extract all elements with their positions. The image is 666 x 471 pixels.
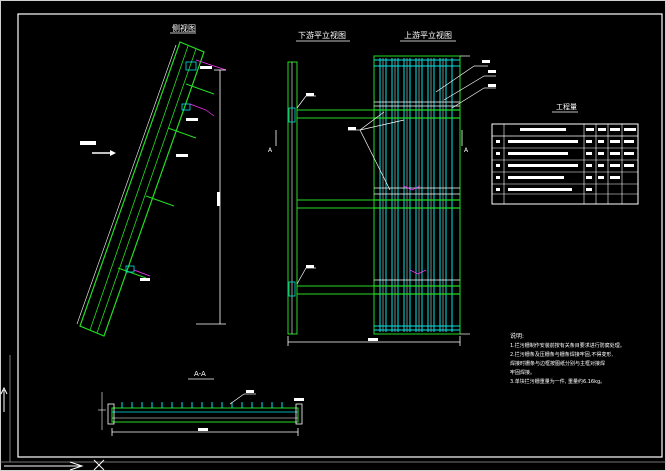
quantity-table-title: 工程量 [556, 102, 577, 111]
notes-line-5: 3.单块拦污栅重量为一件, 重量约6.16kg。 [510, 378, 605, 385]
ucs-icon [0, 386, 105, 471]
misc-dimension-marks [98, 392, 106, 430]
notes-line-1: 1.拦污栅制作安装前按有关条目要求进行防腐处理。 [510, 342, 625, 349]
section-a-a: A-A [107, 370, 304, 436]
upper-plan-title: 上游平立视图 [404, 30, 452, 40]
trash-rack-bars [379, 58, 453, 332]
notes-line-4: 牢固焊接。 [510, 369, 535, 376]
notes-line-2: 2.拦污栅条及压栅条与栅条焊接牢固,不得变形, [510, 351, 613, 358]
section-bar-ticks [121, 402, 283, 408]
notes-block: 说明: 1.拦污栅制作安装前按有关条目要求进行防腐处理。 2.拦污栅条及压栅条与… [510, 332, 625, 385]
section-marker-right: A [464, 147, 469, 154]
quantity-table: 工程量 [491, 102, 639, 205]
side-view-title: 侧视图 [172, 23, 196, 33]
lower-plan-title: 下游平立视图 [298, 30, 346, 40]
upstream-elevation: 上游平立视图 [348, 30, 496, 335]
notes-line-3: 焊接时栅条与边框按图纸分别与主框对接焊 [510, 360, 605, 367]
downstream-elevation: 下游平立视图 A A [268, 30, 469, 346]
section-title: A-A [194, 370, 206, 378]
section-marker-left: A [268, 147, 273, 154]
notes-heading: 说明: [510, 332, 524, 340]
side-view: 侧视图 [76, 23, 227, 337]
